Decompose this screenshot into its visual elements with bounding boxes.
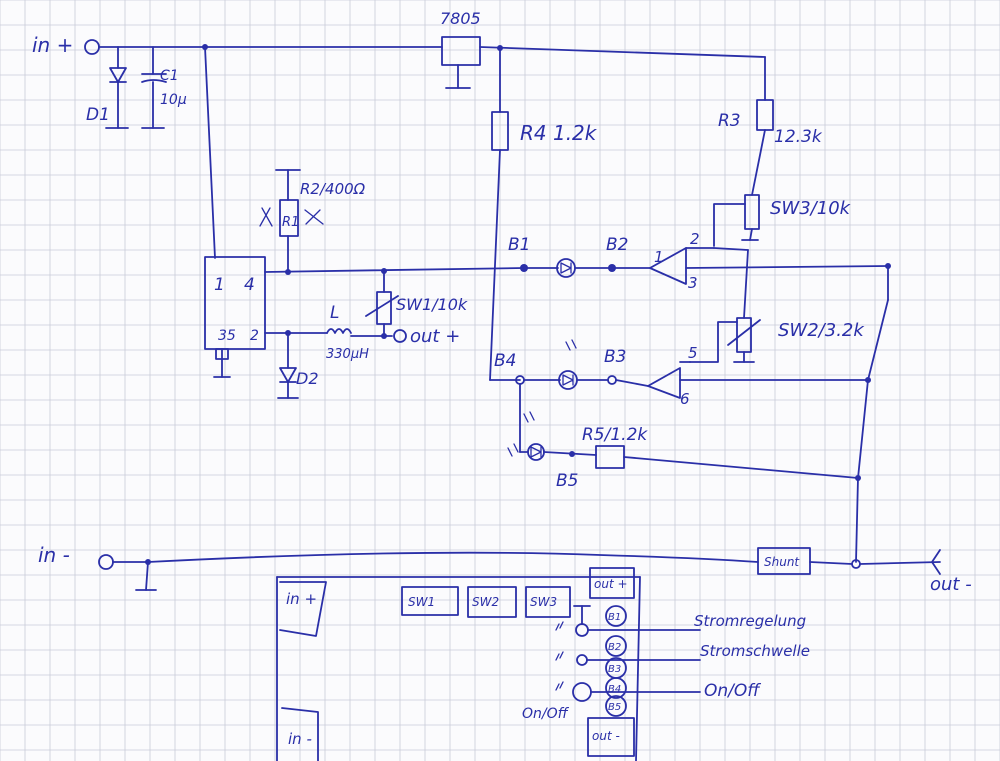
r4-label: R4 1.2k bbox=[520, 121, 598, 145]
switching-ic bbox=[204, 256, 266, 378]
onoff-chain bbox=[519, 383, 861, 481]
panel-out-minus: out - bbox=[592, 729, 620, 743]
panel-sw3: SW3 bbox=[530, 595, 557, 609]
r3-name: R3 bbox=[718, 111, 741, 131]
stromschwelle-label: Stromschwelle bbox=[700, 642, 810, 660]
out-minus-label: out - bbox=[930, 574, 972, 595]
in-plus-label: in + bbox=[32, 33, 73, 57]
out-plus-label: out + bbox=[410, 326, 460, 347]
ic-pin4: 4 bbox=[244, 275, 255, 295]
input-filter bbox=[105, 46, 167, 129]
r2-r1-network bbox=[259, 169, 324, 275]
r2-label: R2/400Ω bbox=[300, 180, 366, 198]
regulator-7805 bbox=[441, 36, 481, 89]
r3-value: 12.3k bbox=[774, 127, 823, 147]
op2-pin6: 6 bbox=[680, 390, 690, 408]
op1-pin2: 2 bbox=[690, 230, 700, 248]
negative-rail bbox=[98, 547, 941, 591]
panel-led-b2: B2 bbox=[608, 642, 621, 653]
labels: in + in - 7805 C1 10µ D1 R4 1.2k R3 12.3… bbox=[32, 9, 972, 748]
b2-label: B2 bbox=[606, 235, 628, 255]
ic-feed bbox=[204, 46, 216, 259]
in-minus-label: in - bbox=[38, 543, 70, 567]
panel-sw1: SW1 bbox=[408, 595, 435, 609]
current-threshold-chain bbox=[515, 361, 871, 399]
sw3-label: SW3/10k bbox=[770, 198, 852, 219]
shunt-label: Shunt bbox=[764, 555, 800, 569]
current-regulation-chain bbox=[520, 247, 891, 301]
feedback-line bbox=[264, 267, 525, 336]
ic-pin1: 1 bbox=[214, 275, 225, 295]
onoff-side-label: On/Off bbox=[522, 706, 570, 722]
panel-in-plus: in + bbox=[286, 590, 317, 608]
panel-in-minus: in - bbox=[288, 730, 312, 748]
b3-label: B3 bbox=[604, 347, 626, 367]
panel-led-b5: B5 bbox=[608, 702, 621, 713]
panel-led-b1: B1 bbox=[608, 612, 621, 623]
inductor-value: 330µH bbox=[326, 347, 369, 362]
front-panel-sketch bbox=[276, 339, 701, 761]
regulator-label: 7805 bbox=[440, 9, 481, 28]
c1-label: C1 bbox=[160, 68, 179, 84]
sw1-label: SW1/10k bbox=[396, 295, 468, 314]
ic-pin35: 35 bbox=[218, 328, 236, 344]
panel-sw2: SW2 bbox=[472, 595, 499, 609]
op1-pin3: 3 bbox=[688, 274, 698, 292]
c1-value: 10µ bbox=[160, 92, 187, 108]
r5-label: R5/1.2k bbox=[582, 425, 648, 445]
threshold-divider bbox=[689, 56, 774, 363]
stromregelung-label: Stromregelung bbox=[694, 612, 806, 630]
b4-label: B4 bbox=[494, 351, 516, 371]
panel-led-b4: B4 bbox=[608, 684, 621, 695]
op2-pin5: 5 bbox=[688, 344, 698, 362]
r1-label: R1 bbox=[282, 215, 299, 230]
r4-branch bbox=[489, 47, 521, 381]
return-bus bbox=[855, 299, 889, 563]
d1-label: D1 bbox=[86, 105, 110, 125]
panel-out-plus: out + bbox=[594, 577, 628, 591]
ic-pin2: 2 bbox=[250, 328, 259, 344]
op1-pin1: 1 bbox=[654, 248, 664, 266]
inductor-label: L bbox=[330, 303, 339, 323]
panel-led-b3: B3 bbox=[608, 664, 621, 675]
d2-label: D2 bbox=[296, 369, 319, 388]
b5-label: B5 bbox=[556, 471, 578, 491]
output-stage bbox=[264, 328, 407, 399]
onoff-label: On/Off bbox=[704, 681, 761, 701]
b1-label: B1 bbox=[508, 235, 530, 255]
sw2-label: SW2/3.2k bbox=[778, 320, 865, 341]
